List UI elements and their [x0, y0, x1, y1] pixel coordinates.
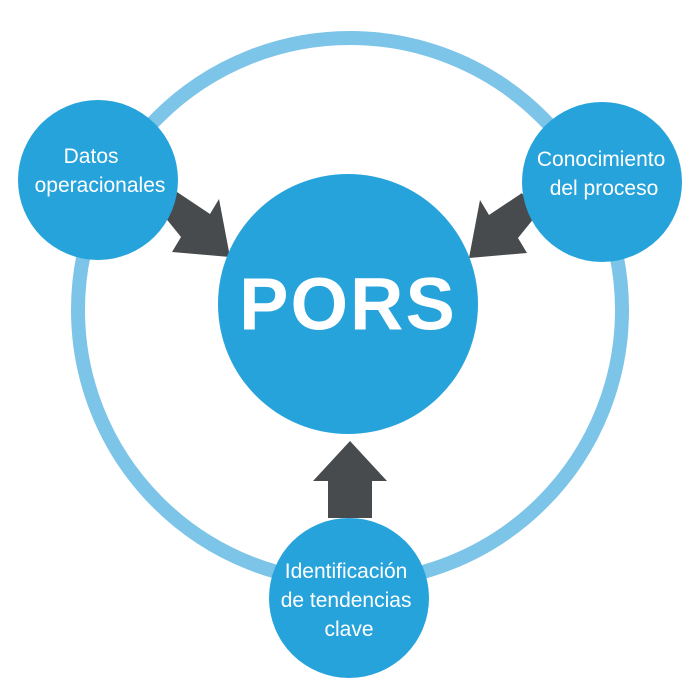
node-label: Identificación de tendencias clave [281, 560, 418, 641]
center-circle [218, 174, 478, 434]
node-circle [269, 518, 429, 678]
arrow-top-left-to-center [164, 192, 230, 257]
node-identificacion-de-tendencias-clave: Identificación de tendencias clave [269, 518, 429, 678]
arrow-top-right-to-center [469, 193, 535, 258]
node-label-line: clave [324, 618, 373, 641]
center-node: PORS [218, 174, 478, 434]
node-label-line: del proceso [550, 177, 659, 200]
node-datos-operacionales: Datos operacionales [18, 100, 178, 260]
node-conocimiento-del-proceso: Conocimiento del proceso [522, 102, 682, 262]
center-label: PORS [239, 263, 457, 346]
node-label-line: operacionales [35, 174, 166, 197]
node-label: Datos operacionales [35, 145, 166, 197]
node-label-line: Conocimiento [537, 148, 665, 171]
node-circle [18, 100, 178, 260]
node-label: Conocimiento del proceso [537, 148, 671, 200]
node-label-line: Datos [64, 145, 119, 168]
node-label-line: Identificación [285, 560, 408, 583]
node-circle [522, 102, 682, 262]
arrow-bottom-to-center [313, 441, 387, 518]
node-label-line: de tendencias [281, 589, 412, 612]
